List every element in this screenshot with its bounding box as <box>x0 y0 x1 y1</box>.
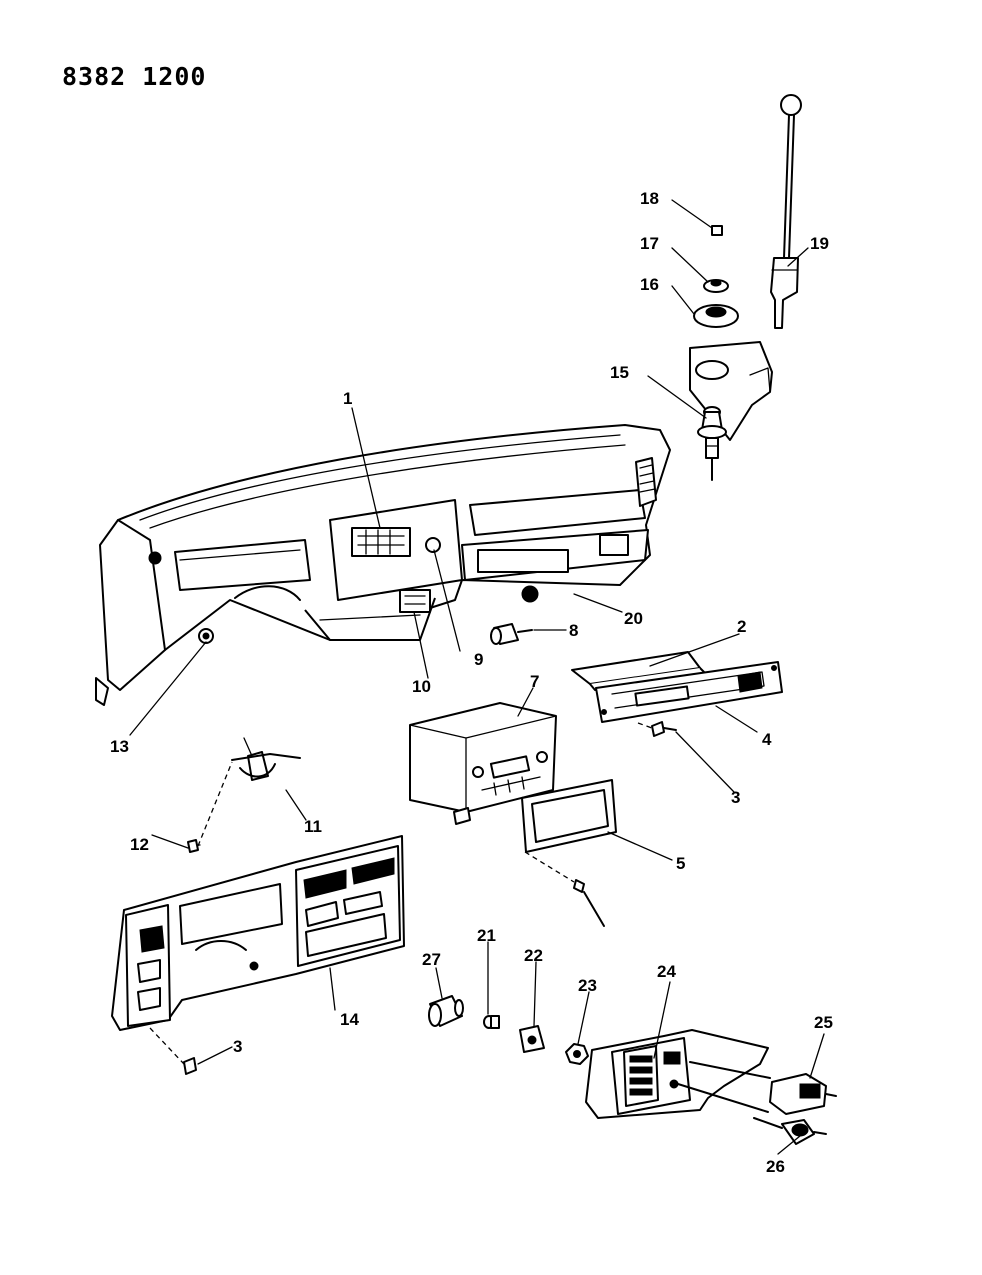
antenna-washer-17 <box>703 279 729 293</box>
callout-22: 22 <box>524 946 543 965</box>
callout-9: 9 <box>474 650 483 669</box>
callout-4: 4 <box>762 730 772 749</box>
callout-labels: 1 2 3 4 5 7 8 9 10 11 12 13 14 15 16 17 … <box>110 189 833 1176</box>
callout-26: 26 <box>766 1157 785 1176</box>
callout-5: 5 <box>676 854 685 873</box>
antenna-body-15 <box>697 406 727 481</box>
drawing-code: 8382 1200 <box>62 62 207 91</box>
callout-3a: 3 <box>731 788 740 807</box>
screw-3-lower <box>524 851 605 927</box>
callout-3b: 3 <box>233 1037 242 1056</box>
switch-25 <box>769 1073 837 1115</box>
callout-10: 10 <box>412 677 431 696</box>
callout-7: 7 <box>530 672 539 691</box>
screw-3-bottom <box>149 1027 197 1075</box>
callout-19: 19 <box>810 234 829 253</box>
callout-24: 24 <box>657 962 676 981</box>
screw-12 <box>187 761 233 853</box>
switch-bezel-24 <box>585 1029 771 1119</box>
antenna-mast <box>770 94 802 329</box>
callout-14: 14 <box>340 1010 359 1029</box>
leader-lines <box>129 199 825 1155</box>
callout-21: 21 <box>477 926 496 945</box>
lighter-27 <box>428 995 464 1027</box>
callout-12: 12 <box>130 835 149 854</box>
antenna-bezel-16 <box>693 304 739 328</box>
callout-16: 16 <box>640 275 659 294</box>
nut-23 <box>565 1043 589 1065</box>
callout-20: 20 <box>624 609 643 628</box>
knob-22 <box>519 1025 545 1053</box>
connector-26 <box>753 1117 827 1145</box>
lamp-21 <box>483 1015 500 1029</box>
callout-27: 27 <box>422 950 441 969</box>
callout-1: 1 <box>343 389 352 408</box>
callout-15: 15 <box>610 363 629 382</box>
radio-7 <box>409 702 557 825</box>
callout-13: 13 <box>110 737 129 756</box>
callout-8: 8 <box>569 621 578 640</box>
callout-2: 2 <box>737 617 746 636</box>
bracket-11 <box>231 737 301 781</box>
callout-17: 17 <box>640 234 659 253</box>
callout-25: 25 <box>814 1013 833 1032</box>
callout-23: 23 <box>578 976 597 995</box>
instrument-panel-20 <box>95 424 671 706</box>
control-bezel-4 <box>595 661 783 723</box>
radio-bezel-5 <box>521 779 617 853</box>
callout-18: 18 <box>640 189 659 208</box>
antenna-nut-18 <box>711 225 723 236</box>
lamp-8 <box>490 623 533 645</box>
callout-11: 11 <box>304 817 322 836</box>
screw-3-upper <box>637 721 677 737</box>
cluster-bezel-14 <box>111 835 405 1031</box>
